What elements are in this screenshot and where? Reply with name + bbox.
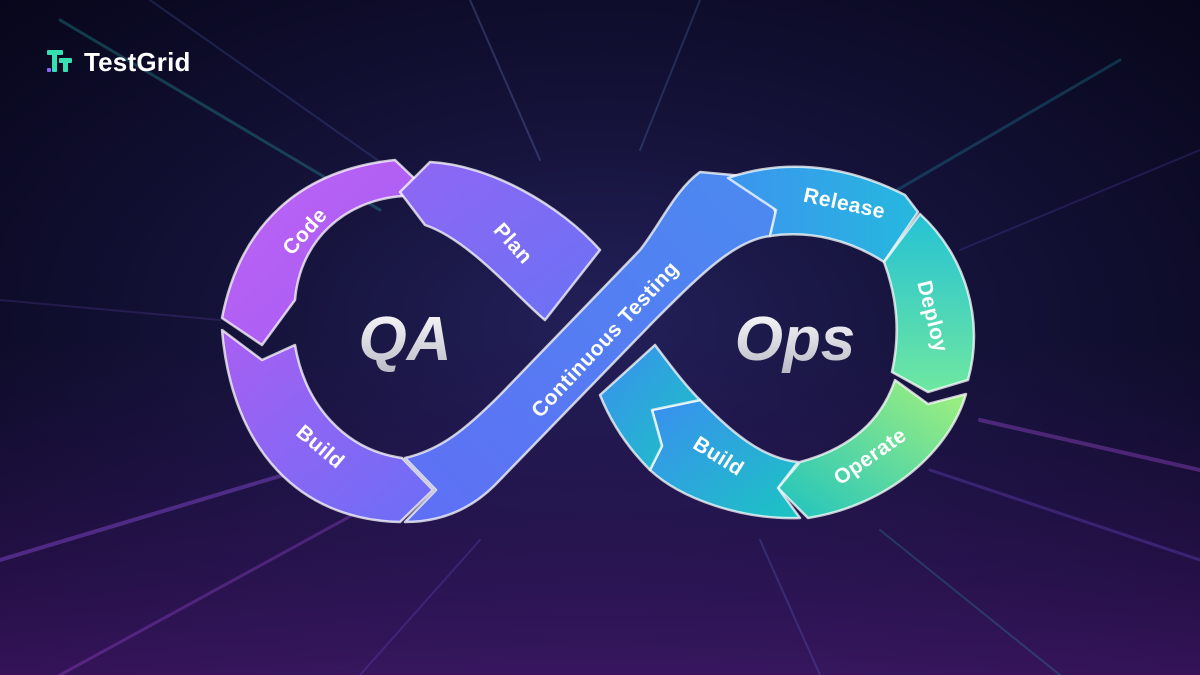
brand-name: TestGrid (84, 46, 191, 77)
brand: TestGrid (46, 44, 191, 80)
segment-plan (398, 160, 602, 322)
segment-code (220, 158, 420, 347)
segment-deploy (882, 212, 976, 394)
hub-label-qa: QA (359, 305, 452, 374)
segment-connector (598, 343, 702, 472)
segment-release (726, 165, 920, 264)
segment-continuous-testing (403, 170, 778, 524)
segment-operate (776, 378, 968, 520)
tg-logo-icon (47, 50, 72, 72)
hub-label-ops: Ops (735, 305, 856, 374)
segment-build-left (220, 328, 435, 524)
